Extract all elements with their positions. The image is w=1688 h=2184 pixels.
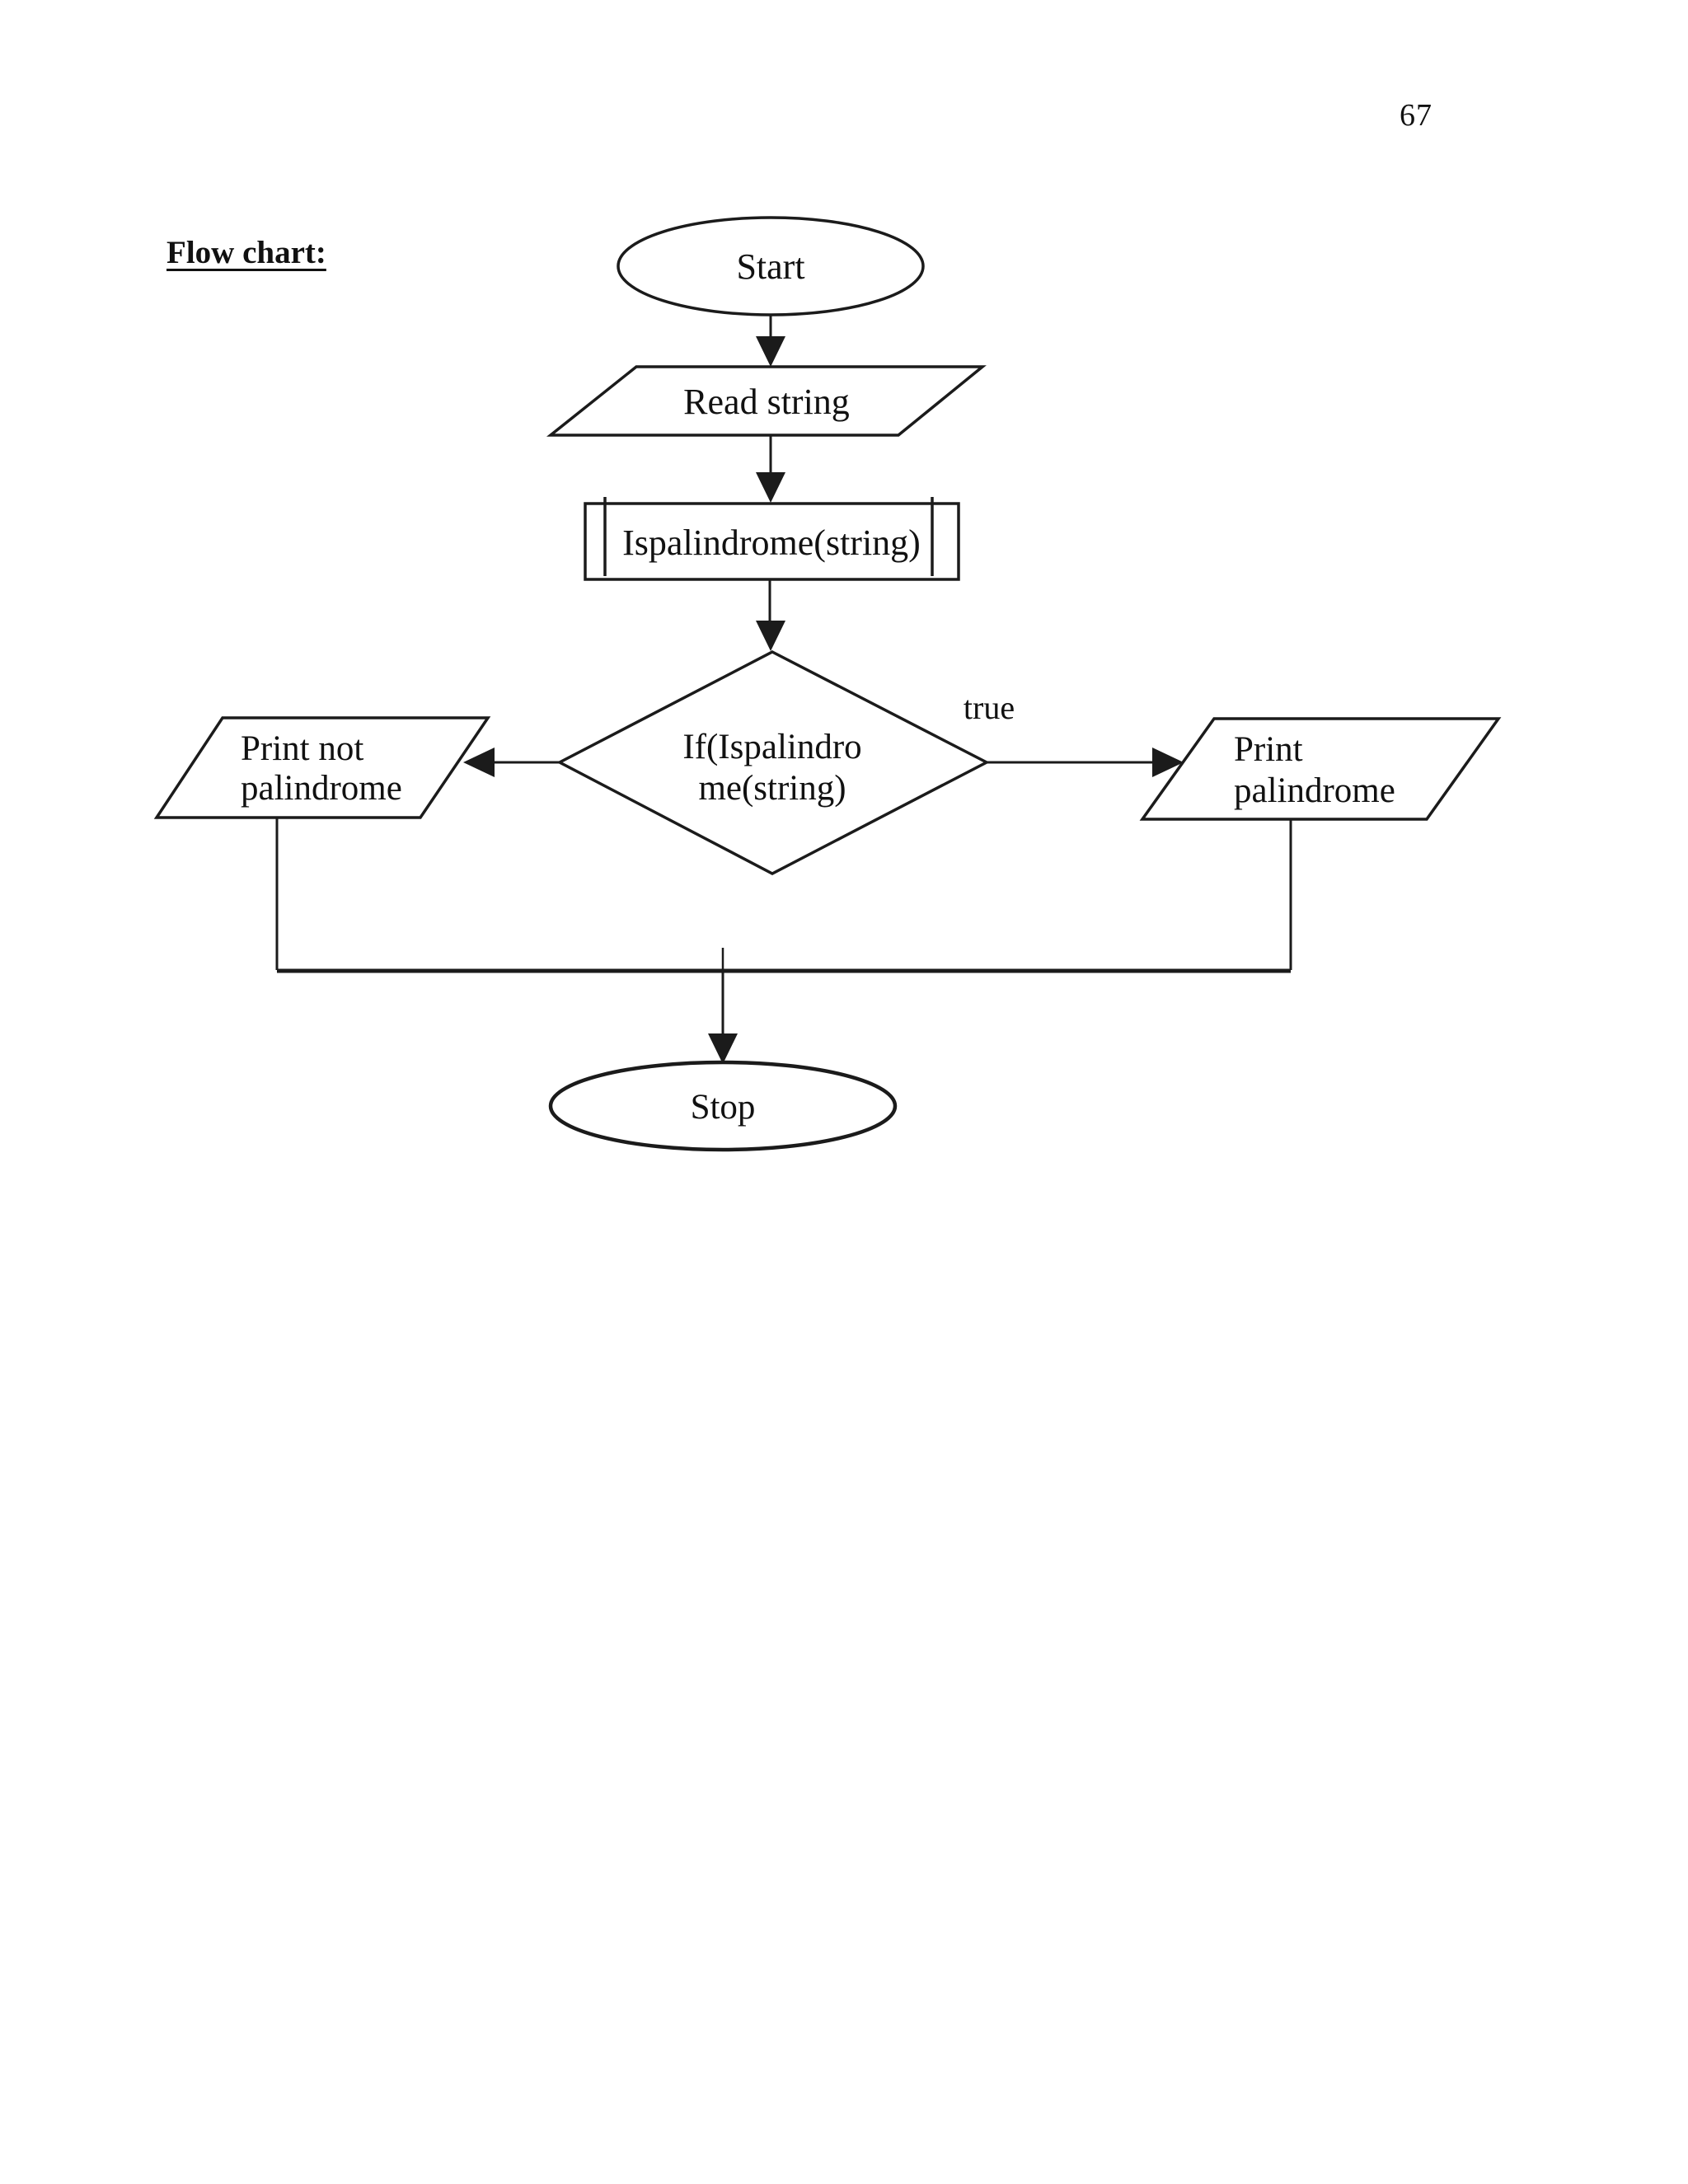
page-title: Flow chart: — [166, 235, 326, 270]
page-number: 67 — [1400, 98, 1432, 133]
decision-node-shape — [556, 650, 990, 875]
read-string-node-shape — [546, 365, 987, 437]
decision-node-label-line2: me(string) — [698, 769, 846, 808]
arrowhead-decision-to-print-not — [463, 748, 495, 777]
print-not-palindrome-node-label-line1: Print not — [241, 729, 363, 768]
stop-node-label: Stop — [691, 1088, 756, 1127]
print-palindrome-node-label-line1: Print — [1234, 730, 1303, 769]
arrowhead-join-to-stop — [708, 1033, 738, 1064]
arrowhead-decision-to-print-palindrome — [1152, 748, 1184, 777]
arrowhead-start-to-read — [756, 336, 785, 367]
read-string-node-label: Read string — [683, 382, 850, 422]
start-node-label: Start — [736, 246, 804, 287]
ispalindrome-call-node-shape — [584, 502, 960, 581]
stop-node-shape — [548, 1060, 898, 1152]
decision-node-label-line1: If(Ispalindro — [682, 728, 861, 766]
print-palindrome-node-shape — [1139, 717, 1502, 821]
print-palindrome-node-label-line2: palindrome — [1234, 771, 1395, 810]
ispalindrome-call-node-label: Ispalindrome(string) — [622, 523, 921, 563]
print-not-palindrome-node-label-line2: palindrome — [241, 769, 402, 808]
arrowhead-call-to-decision — [756, 621, 785, 651]
print-not-palindrome-node-shape — [153, 716, 491, 819]
arrowhead-read-to-call — [756, 472, 785, 503]
start-node-shape — [617, 216, 925, 316]
edge-true-label: true — [964, 689, 1015, 726]
